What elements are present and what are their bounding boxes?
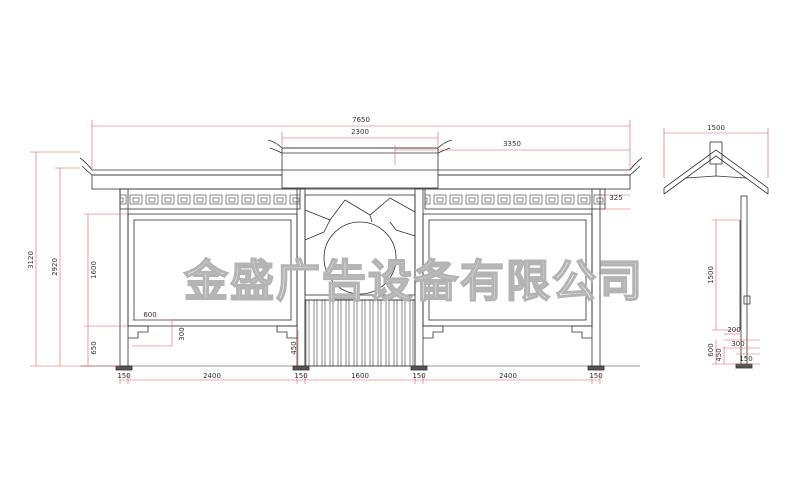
dim-bottom-5: 150 [412, 372, 425, 380]
side-dim-bracket-height: 300 [731, 340, 744, 348]
front-dimensions [30, 120, 631, 384]
side-dim-bracket-width: 200 [727, 326, 740, 334]
side-dim-lower-a: 600 [707, 343, 715, 356]
dim-bottom-7: 150 [589, 372, 602, 380]
side-dimension-labels: 1500 1500 200 300 600 450 150 [707, 124, 753, 363]
dim-bracket-height: 300 [178, 327, 186, 340]
dim-total-width: 7650 [352, 116, 370, 124]
dim-eave-height: 2920 [51, 258, 59, 276]
corner-brackets [128, 325, 592, 339]
display-panels [127, 213, 593, 327]
dim-panel-height: 1600 [90, 261, 98, 279]
front-roof [79, 139, 643, 210]
dim-bracket-width: 600 [143, 311, 156, 319]
dim-right-section: 3350 [503, 140, 521, 148]
front-dimension-labels: 7650 2300 3350 3120 2920 1600 650 600 30… [27, 116, 623, 380]
dim-bottom-6: 2400 [499, 372, 517, 380]
side-dim-roof-width: 1500 [707, 124, 725, 132]
dim-base-height: 650 [90, 341, 98, 354]
side-dim-lower-b: 450 [715, 348, 723, 361]
dim-bottom-1: 150 [117, 372, 130, 380]
dim-bottom-3: 150 [294, 372, 307, 380]
dim-bottom-4: 1600 [351, 372, 369, 380]
dim-bottom-2: 2400 [203, 372, 221, 380]
dim-total-height: 3120 [27, 251, 35, 269]
side-dim-panel-height: 1500 [707, 266, 715, 284]
side-dimensions [663, 128, 769, 365]
dim-center-gap: 450 [290, 341, 298, 354]
company-watermark: 金盛广告设备有限公司 [183, 256, 644, 307]
front-elevation [79, 139, 643, 371]
dim-center-roof: 2300 [351, 128, 369, 136]
dim-frieze: 325 [609, 194, 622, 202]
side-dim-base: 150 [739, 355, 752, 363]
